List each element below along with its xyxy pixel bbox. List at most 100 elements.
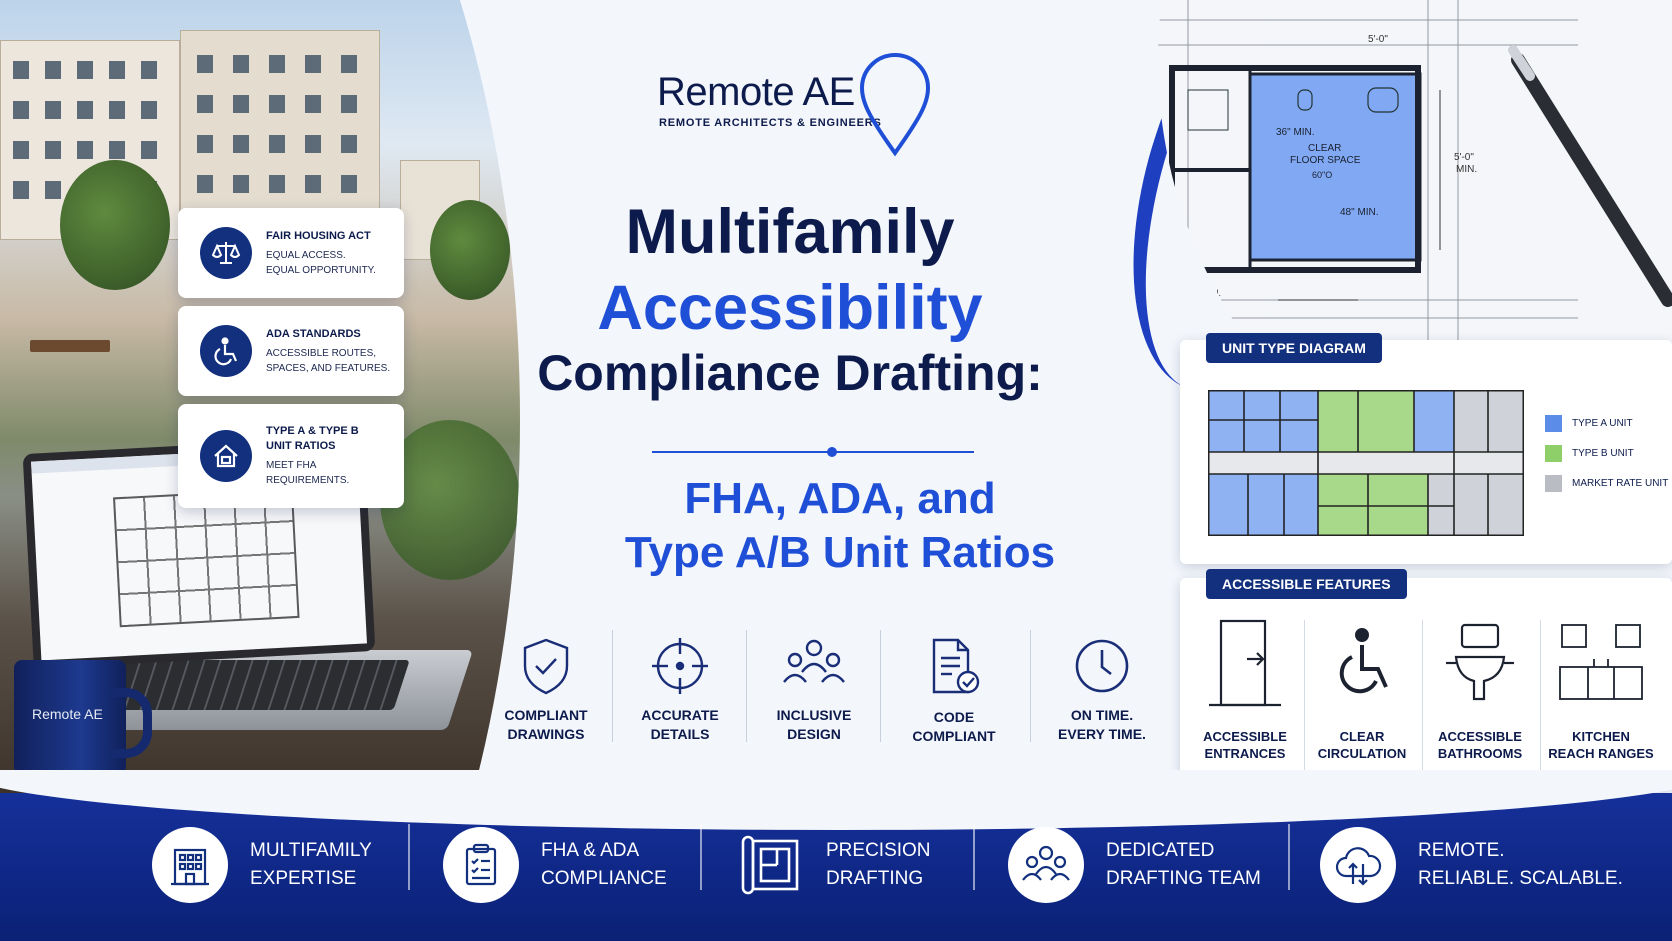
footer-label: DRAFTING	[826, 868, 924, 889]
card-text: SPACES, AND FEATURES.	[266, 362, 391, 374]
unit-type-diagram-tag: UNIT TYPE DIAGRAM	[1206, 333, 1382, 363]
benefit-label: CODE	[933, 709, 975, 725]
feature-accessible-bathrooms: ACCESSIBLE BATHROOMS	[1421, 615, 1539, 762]
bathroom-plan-drawing: 5'-0" 36" MIN. CLEAR FLOOR SPACE 60"O 48…	[1158, 0, 1672, 340]
benefit-label: ACCURATE	[641, 707, 719, 723]
unit-ratios-card: TYPE A & TYPE B UNIT RATIOS MEET FHA REQ…	[178, 404, 404, 508]
floor-plan-drawing	[112, 488, 300, 628]
accessible-features-tag: ACCESSIBLE FEATURES	[1206, 569, 1407, 599]
accessible-features-panel	[1180, 578, 1672, 790]
dimension-label: 60"O	[1312, 170, 1332, 180]
building-icon	[152, 827, 228, 903]
ada-standards-card: ADA STANDARDS ACCESSIBLE ROUTES, SPACES,…	[178, 306, 404, 396]
benefit-label: DETAILS	[650, 726, 710, 742]
benefits-row: COMPLIANT DRAWINGS ACCURATE DETAILS INCLUS…	[478, 630, 1158, 750]
separator	[612, 630, 613, 742]
legend-label: MARKET RATE UNIT	[1572, 478, 1669, 489]
card-heading: TYPE A & TYPE B	[266, 425, 359, 437]
tree	[60, 160, 170, 290]
separator	[746, 630, 747, 742]
clipboard-icon	[443, 827, 519, 903]
feature-label: REACH RANGES	[1548, 746, 1654, 761]
remote-ae-logo: Remote AE REMOTE ARCHITECTS & ENGINEERS	[655, 53, 935, 157]
legend-type-a: TYPE A UNIT	[1545, 415, 1633, 432]
card-heading: FAIR HOUSING ACT	[266, 229, 371, 242]
legend-swatch	[1545, 415, 1562, 432]
separator	[1030, 630, 1031, 742]
card-text: EQUAL ACCESS.	[266, 249, 346, 261]
document-check-icon	[932, 638, 980, 694]
feature-label: ACCESSIBLE	[1203, 729, 1287, 744]
fair-housing-card: FAIR HOUSING ACT EQUAL ACCESS. EQUAL OPP…	[178, 208, 404, 298]
crosshair-icon	[652, 638, 708, 694]
subtitle-line-2: Type A/B Unit Ratios	[624, 528, 1056, 577]
legend-swatch	[1545, 475, 1562, 492]
divider-dot	[827, 447, 837, 457]
benefit-label: INCLUSIVE	[776, 707, 852, 723]
benefit-label: COMPLIANT	[504, 707, 588, 723]
tree	[430, 200, 510, 300]
card-text: MEET FHA	[266, 460, 317, 471]
footer-divider	[973, 824, 975, 890]
footer-fha-ada-compliance: FHA & ADA COMPLIANCE	[443, 820, 667, 910]
feature-kitchen-reach-ranges: KITCHEN REACH RANGES	[1542, 615, 1660, 762]
footer-remote-reliable: REMOTE.RELIABLE. SCALABLE.	[1320, 820, 1623, 910]
bench	[30, 340, 110, 352]
benefit-accurate-details: ACCURATE DETAILS	[612, 630, 748, 748]
shield-check-icon	[523, 638, 569, 695]
benefit-on-time: ON TIME.EVERY TIME.	[1034, 630, 1170, 748]
subtitle-line-1: FHA, ADA, and	[684, 474, 996, 523]
benefit-label: DESIGN	[787, 726, 841, 742]
legend-type-b: TYPE B UNIT	[1545, 445, 1634, 462]
people-group-icon	[783, 639, 845, 683]
blueprint-detail: 5'-0" 36" MIN. CLEAR FLOOR SPACE 60"O 48…	[1158, 0, 1672, 340]
toilet-icon	[1446, 623, 1514, 701]
benefit-label: DRAWINGS	[507, 726, 585, 742]
footer-label: REMOTE.	[1418, 840, 1505, 861]
dimension-label: FLOOR SPACE	[1290, 155, 1361, 166]
logo-tagline: REMOTE ARCHITECTS & ENGINEERS	[659, 117, 882, 129]
footer-divider	[1288, 824, 1290, 890]
title-line-2: Accessibility	[597, 273, 983, 343]
cloud-icon	[1320, 827, 1396, 903]
footer-label: FHA & ADA	[541, 840, 640, 861]
dimension-label: 36" MIN.	[1276, 127, 1315, 138]
feature-label: ACCESSIBLE	[1438, 729, 1522, 744]
legend-label: TYPE B UNIT	[1572, 448, 1634, 459]
feature-label: KITCHEN	[1572, 729, 1630, 744]
footer-label: DEDICATED	[1106, 840, 1215, 861]
apartment-building-wing	[180, 30, 380, 240]
feature-label: CIRCULATION	[1317, 746, 1407, 761]
feature-label: BATHROOMS	[1437, 746, 1523, 761]
footer-label: EXPERTISE	[250, 868, 357, 889]
dimension-label: CLEAR	[1308, 143, 1341, 154]
location-pin-icon	[859, 53, 931, 157]
separator	[880, 630, 881, 742]
dimension-label: 48" MIN.	[1340, 207, 1379, 218]
legend-swatch	[1545, 445, 1562, 462]
mug-logo: Remote AE	[32, 706, 103, 722]
wheelchair-icon	[1339, 628, 1388, 694]
separator	[1304, 620, 1305, 770]
door-icon	[1209, 619, 1281, 707]
scales-icon	[200, 227, 252, 279]
blueprint-icon	[734, 827, 804, 903]
card-heading: UNIT RATIOS	[266, 440, 336, 452]
divider	[652, 451, 974, 453]
card-text: EQUAL OPPORTUNITY.	[266, 264, 376, 276]
footer-label: COMPLIANCE	[541, 868, 667, 889]
benefit-inclusive-design: INCLUSIVE DESIGN	[746, 630, 882, 748]
dimension-label: 5'-0"	[1454, 152, 1474, 163]
wheelchair-icon	[200, 325, 252, 377]
footer-divider	[700, 824, 702, 890]
coffee-mug: Remote AE	[14, 660, 152, 780]
title-line-3: Compliance Drafting:	[537, 345, 1043, 401]
benefit-compliant-drawings: COMPLIANT DRAWINGS	[478, 630, 614, 748]
legend-label: TYPE A UNIT	[1572, 418, 1633, 429]
house-icon	[200, 430, 252, 482]
